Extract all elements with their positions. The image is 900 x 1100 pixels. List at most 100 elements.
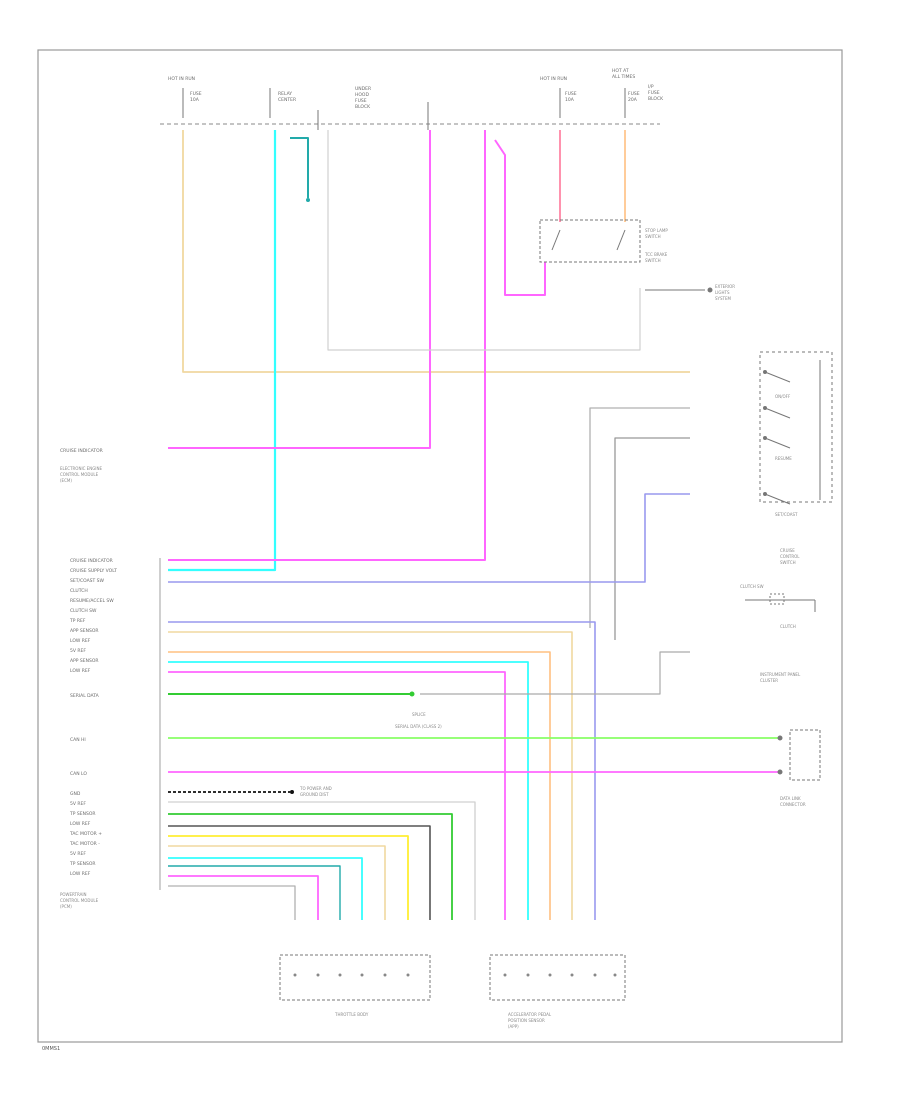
wire-yellow-3 [168, 835, 409, 920]
wire-tan-3 [168, 845, 386, 920]
svg-text:RELAY: RELAY [278, 91, 292, 97]
svg-text:ON/OFF: ON/OFF [775, 394, 791, 399]
svg-text:UNDER: UNDER [355, 86, 371, 92]
svg-text:SERIAL DATA: SERIAL DATA [70, 693, 100, 699]
svg-text:LOW REF: LOW REF [70, 638, 91, 644]
app-sensor-connector [489, 954, 626, 1001]
wire-darkgray-resume [614, 437, 690, 640]
svg-text:CRUISE INDICATOR: CRUISE INDICATOR [60, 448, 103, 454]
svg-text:ELECTRONIC ENGINE: ELECTRONIC ENGINE [60, 466, 102, 471]
serial-splice: SPLICE SERIAL DATA (CLASS 2) [395, 691, 442, 729]
connector-pins [293, 973, 617, 977]
svg-text:SPLICE: SPLICE [412, 712, 426, 717]
svg-text:GROUND DIST: GROUND DIST [300, 792, 329, 797]
svg-text:CAN LO: CAN LO [70, 771, 87, 777]
ground-node [306, 198, 310, 202]
svg-text:TP REF: TP REF [69, 618, 86, 624]
svg-text:HOT IN RUN: HOT IN RUN [168, 76, 195, 82]
bottom-connector-labels: THROTTLE BODY ACCELERATOR PEDAL POSITION… [334, 1012, 552, 1029]
svg-text:TAC MOTOR +: TAC MOTOR + [69, 831, 102, 837]
wire-pink-3 [168, 875, 319, 920]
svg-text:ACCELERATOR PEDAL: ACCELERATOR PEDAL [508, 1012, 552, 1017]
svg-text:LIGHTS: LIGHTS [715, 290, 730, 295]
wire-tan-1 [168, 631, 573, 920]
svg-text:SWITCH: SWITCH [780, 560, 796, 565]
svg-text:RESUME/ACCEL SW: RESUME/ACCEL SW [70, 598, 114, 604]
svg-text:LOW REF: LOW REF [70, 871, 91, 877]
wire-cyan-main [168, 130, 277, 572]
wire-gray-serial [420, 651, 690, 695]
svg-text:EXTERIOR: EXTERIOR [715, 284, 735, 289]
svg-text:INSTRUMENT PANEL: INSTRUMENT PANEL [760, 672, 801, 677]
wire-lavender-down [168, 621, 596, 920]
wire-gray-3 [168, 801, 476, 920]
stop-lamp-switch [539, 219, 713, 293]
wire-green-3 [168, 813, 453, 920]
svg-text:CONTROL MODULE: CONTROL MODULE [60, 472, 99, 477]
diagram-border [37, 49, 843, 1043]
svg-text:SWITCH: SWITCH [645, 234, 661, 239]
svg-text:BLOCK: BLOCK [648, 96, 664, 102]
svg-text:APP SENSOR: APP SENSOR [70, 658, 99, 664]
svg-text:LOW REF: LOW REF [70, 821, 91, 827]
svg-text:TP SENSOR: TP SENSOR [69, 811, 95, 817]
wire-teal-3 [168, 865, 341, 920]
stop-lamp-labels: STOP LAMP SWITCH TCC BRAKE SWITCH EXTERI… [644, 228, 735, 301]
svg-text:(PCM): (PCM) [60, 904, 72, 909]
fuse-pin-marks [182, 88, 626, 130]
clutch-switch [745, 593, 816, 612]
svg-text:THROTTLE BODY: THROTTLE BODY [334, 1012, 369, 1017]
svg-text:LOW REF: LOW REF [70, 668, 91, 674]
svg-text:5V REF: 5V REF [70, 801, 86, 807]
switch-labels: ON/OFF RESUME SET/COAST CRUISE CONTROL S… [740, 394, 806, 807]
svg-text:SYSTEM: SYSTEM [715, 296, 731, 301]
wire-cyan-2 [168, 661, 529, 920]
svg-text:SWITCH: SWITCH [645, 258, 661, 263]
cruise-switches [759, 351, 833, 505]
fuse-block-labels: HOT IN RUN FUSE 10A RELAY CENTER UNDER H… [168, 68, 664, 110]
svg-text:HOOD: HOOD [355, 92, 369, 98]
svg-text:HOT AT: HOT AT [612, 68, 629, 74]
svg-text:CONTROL: CONTROL [780, 554, 800, 559]
module-pin-labels: CRUISE INDICATOR ELECTRONIC ENGINE CONTR… [60, 448, 117, 909]
svg-text:SERIAL DATA (CLASS 2): SERIAL DATA (CLASS 2) [395, 724, 442, 729]
throttle-body-connector [279, 954, 431, 1001]
wire-tan-stop-lamp [182, 130, 690, 373]
svg-text:CENTER: CENTER [278, 97, 296, 103]
svg-text:5V REF: 5V REF [70, 648, 86, 654]
svg-text:CLUSTER: CLUSTER [760, 678, 778, 683]
wire-pink-switch [494, 139, 546, 296]
wire-lightgray-return [327, 130, 641, 351]
svg-text:GND: GND [70, 791, 81, 797]
wire-gray-4 [168, 885, 296, 920]
svg-text:I/P: I/P [648, 84, 654, 90]
svg-text:FUSE: FUSE [628, 91, 640, 97]
svg-text:10A: 10A [190, 97, 200, 103]
svg-text:TCC BRAKE: TCC BRAKE [644, 252, 668, 257]
svg-text:20A: 20A [628, 97, 638, 103]
svg-text:STOP LAMP: STOP LAMP [645, 228, 668, 233]
wire-pink-2 [168, 671, 506, 920]
wire-darkgray-3 [168, 825, 431, 920]
svg-text:SET/COAST SW: SET/COAST SW [70, 578, 105, 584]
ground-splice: TO POWER AND GROUND DIST [290, 786, 332, 797]
svg-text:5V REF: 5V REF [70, 851, 86, 857]
svg-text:SET/COAST: SET/COAST [775, 512, 798, 517]
svg-text:TO POWER AND: TO POWER AND [299, 786, 332, 791]
svg-text:CRUISE INDICATOR: CRUISE INDICATOR [70, 558, 113, 564]
wire-orange-1 [168, 651, 551, 920]
svg-text:HOT IN RUN: HOT IN RUN [540, 76, 567, 82]
svg-text:CRUISE: CRUISE [780, 548, 795, 553]
svg-text:ALL TIMES: ALL TIMES [612, 74, 635, 80]
svg-text:FUSE: FUSE [648, 90, 660, 96]
svg-text:FUSE: FUSE [190, 91, 202, 97]
svg-text:10A: 10A [565, 97, 575, 103]
wire-lavender-set [168, 493, 690, 583]
svg-text:POSITION SENSOR: POSITION SENSOR [508, 1018, 545, 1023]
cruise-switch-box [759, 351, 833, 503]
svg-text:(ECM): (ECM) [60, 478, 72, 483]
svg-text:RESUME: RESUME [775, 456, 792, 461]
dlc-connector [777, 729, 821, 781]
svg-text:POWERTRAIN: POWERTRAIN [60, 892, 87, 897]
